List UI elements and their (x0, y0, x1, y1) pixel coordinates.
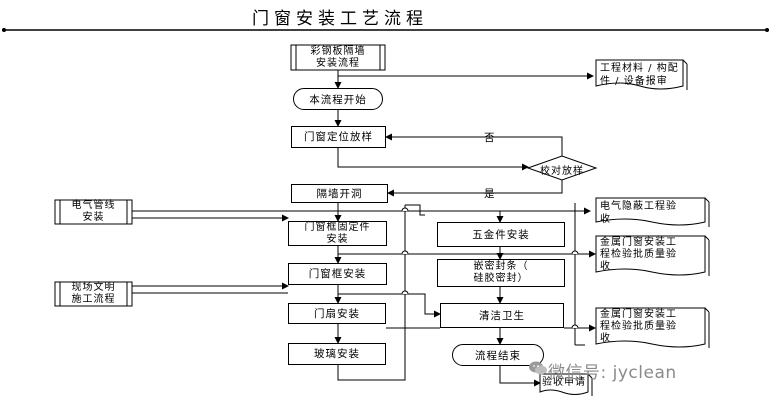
node-positioning: 门窗定位放样 (291, 126, 386, 148)
decision-diamond (526, 155, 598, 181)
watermark-text: 微信号: jyclean (548, 363, 677, 383)
doc-metal-2 (595, 307, 706, 348)
node-partition-flow: 彩钢板隔墙 安装流程 (310, 45, 366, 69)
node-check-positioning: 校对放样 (540, 166, 584, 177)
doc-electric-hidden (595, 197, 706, 226)
edge-label-yes: 是 (484, 188, 496, 200)
node-site-flow: 现场文明 施工流程 (71, 282, 116, 305)
node-acceptance-request: 验收申请 (542, 377, 586, 388)
node-cleaning: 清洁卫生 (440, 303, 564, 328)
node-metal-inspection-1: 金属门窗安装工 程检验批质量验 收 (600, 237, 677, 272)
wechat-icon (529, 361, 547, 375)
node-start: 本流程开始 (293, 88, 383, 110)
doc-metal-1 (595, 235, 706, 276)
node-metal-inspection-2: 金属门窗安装工 程检验批质量验 收 (600, 309, 677, 344)
node-sash-install: 门扇安装 (288, 303, 386, 324)
doc-acceptance (539, 373, 589, 395)
diagram-title: 门窗安装工艺流程 (252, 9, 428, 29)
node-end: 流程结束 (452, 344, 544, 366)
node-material-report: 工程材料 / 构配 件 / 设备报审 (600, 63, 679, 87)
node-frame-install: 门窗框安装 (288, 263, 387, 285)
node-partition-opening: 隔墙开洞 (291, 184, 388, 203)
node-hardware: 五金件安装 (437, 222, 565, 247)
node-electric-hidden: 电气隐蔽工程验 收 (600, 201, 677, 225)
doc-material-report (595, 59, 684, 90)
edge-label-no: 否 (484, 132, 496, 144)
node-frame-fix: 门窗框固定件 安装 (288, 221, 387, 246)
node-sealing: 嵌密封条（ 硅胶密封） (437, 259, 565, 287)
node-glass-install: 玻璃安装 (288, 343, 386, 365)
node-electric-pipe: 电气管线 安装 (71, 200, 116, 223)
